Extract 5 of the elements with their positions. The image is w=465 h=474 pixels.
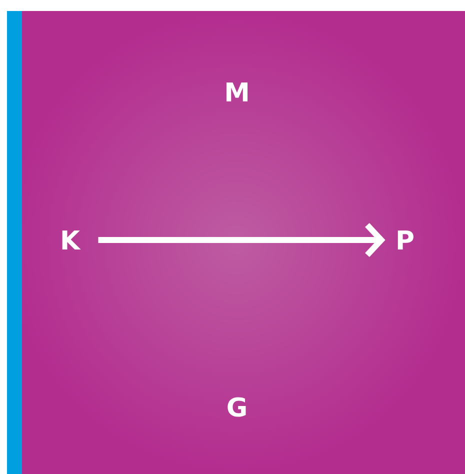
letter-label: M (226, 82, 248, 102)
arrow (98, 222, 386, 258)
letter-label: K (62, 230, 81, 250)
letter-label: P (398, 230, 414, 250)
letter-label: G (228, 397, 246, 417)
